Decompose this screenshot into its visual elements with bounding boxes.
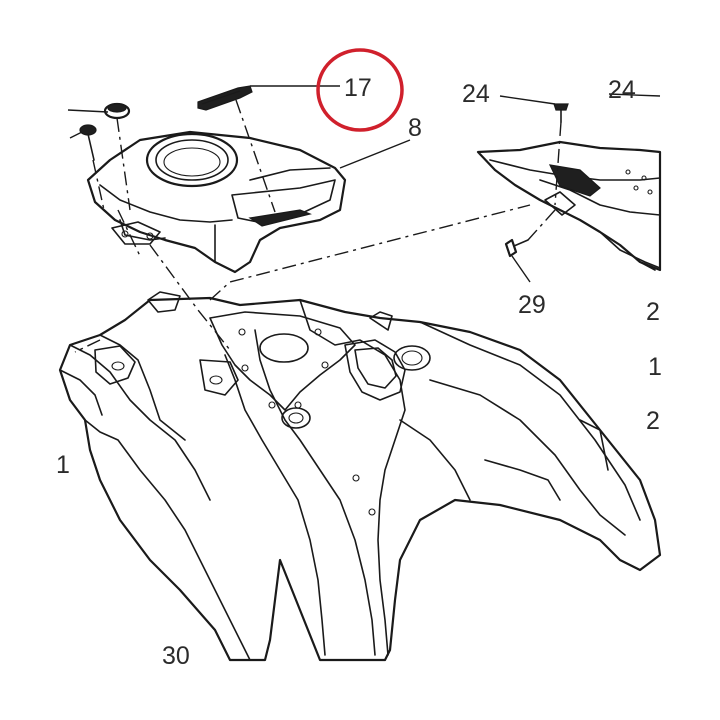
callout-8: 8 [408, 114, 422, 142]
leader-lines [67, 85, 661, 353]
grommet-part [103, 102, 131, 120]
callout-24-right: 24 [608, 76, 636, 104]
callout-1-left: 1 [56, 451, 70, 479]
callout-30: 30 [162, 642, 190, 670]
callout-2-upper: 2 [646, 298, 660, 326]
screw-part-24 [553, 103, 569, 123]
fuel-tank [58, 291, 662, 662]
side-cover [476, 140, 662, 272]
push-rivet-29 [504, 238, 529, 258]
highlight-circle [316, 48, 404, 132]
callout-1-right: 1 [648, 353, 662, 381]
gasket-part [197, 85, 253, 111]
callout-17: 17 [344, 74, 372, 102]
filler-cover [86, 130, 347, 274]
callout-29: 29 [518, 291, 546, 319]
callout-2-lower: 2 [646, 407, 660, 435]
screw-part-left [79, 124, 97, 161]
callout-labels: 17 8 24 24 29 2 1 2 1 30 [56, 74, 662, 670]
callout-24-left: 24 [462, 80, 490, 108]
